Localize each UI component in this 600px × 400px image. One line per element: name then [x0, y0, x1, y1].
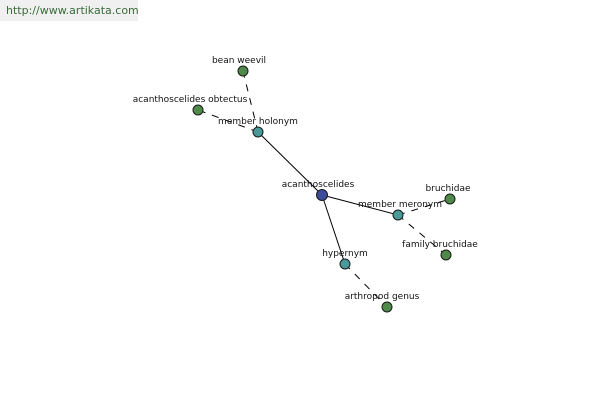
- node-label: arthropod genus: [345, 292, 420, 302]
- graph-node-obtectus[interactable]: acanthoscelides obtectus: [133, 95, 248, 116]
- node-circle[interactable]: [392, 209, 404, 221]
- graph-node-arthropod-genus[interactable]: arthropod genus: [345, 292, 420, 313]
- edge-holonym-to-obtectus: [197, 109, 259, 133]
- node-label: member meronym: [358, 200, 442, 210]
- edge-hypernym-to-arthropod_genus: [344, 263, 388, 308]
- edge-meronym-to-bruchidae: [397, 198, 451, 216]
- node-label: family bruchidae: [402, 240, 478, 250]
- graph-node-root[interactable]: acanthoscelides: [282, 180, 355, 201]
- edge-meronym-to-family_bruchidae: [397, 214, 447, 256]
- node-label: acanthoscelides: [282, 180, 355, 190]
- node-label: bruchidae: [425, 184, 470, 194]
- node-circle[interactable]: [192, 104, 204, 116]
- graph-node-hypernym[interactable]: hypernym: [322, 249, 368, 270]
- edge-holonym-to-bean_weevil: [242, 70, 259, 133]
- graph-node-family-bruchidae[interactable]: family bruchidae: [402, 240, 478, 261]
- source-url-link[interactable]: http://www.artikata.com: [0, 0, 138, 21]
- node-label: hypernym: [322, 249, 368, 259]
- node-label: acanthoscelides obtectus: [133, 95, 248, 105]
- nodes-layer: acanthoscelides member holonym member mero…: [133, 56, 478, 313]
- graph-node-meronym[interactable]: member meronym: [358, 200, 442, 221]
- node-circle[interactable]: [237, 65, 249, 77]
- node-circle[interactable]: [316, 189, 328, 201]
- node-circle[interactable]: [339, 258, 351, 270]
- edge-root-to-meronym: [321, 194, 399, 216]
- edge-root-to-holonym: [257, 131, 323, 196]
- graph-node-bruchidae[interactable]: bruchidae: [425, 184, 471, 205]
- node-circle[interactable]: [381, 301, 393, 313]
- node-label: bean weevil: [212, 56, 266, 66]
- graph-node-bean-weevil[interactable]: bean weevil: [212, 56, 266, 77]
- node-label: member holonym: [218, 117, 298, 127]
- node-circle[interactable]: [440, 249, 452, 261]
- graph-node-holonym[interactable]: member holonym: [218, 117, 298, 138]
- edge-root-to-hypernym: [321, 194, 346, 265]
- node-circle[interactable]: [444, 193, 456, 205]
- edges-layer: [197, 70, 451, 308]
- node-circle[interactable]: [252, 126, 264, 138]
